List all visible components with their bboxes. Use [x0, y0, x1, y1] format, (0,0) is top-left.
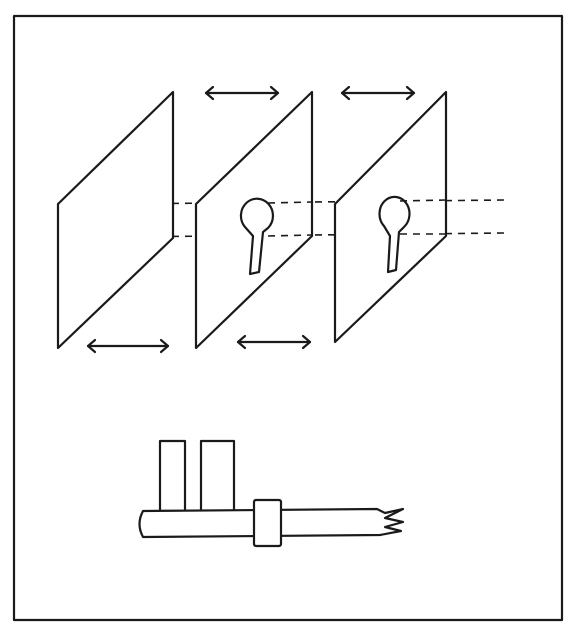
arrow-top-left	[204, 85, 280, 101]
key-collar	[252, 498, 283, 548]
figure-frame	[12, 14, 564, 622]
plate-keyhole-2	[333, 90, 448, 344]
arrow-top-right	[340, 85, 416, 101]
keyhole-icon-2	[378, 195, 411, 274]
keyhole-icon-1	[239, 197, 275, 276]
arrow-bottom-left	[86, 338, 170, 354]
arrow-bottom-right	[236, 334, 312, 350]
plate-plain	[56, 90, 175, 350]
key-bit-2	[199, 439, 236, 513]
key-drawing	[138, 439, 405, 548]
key-bit-1	[158, 439, 187, 513]
plate-keyhole-1	[194, 90, 314, 350]
